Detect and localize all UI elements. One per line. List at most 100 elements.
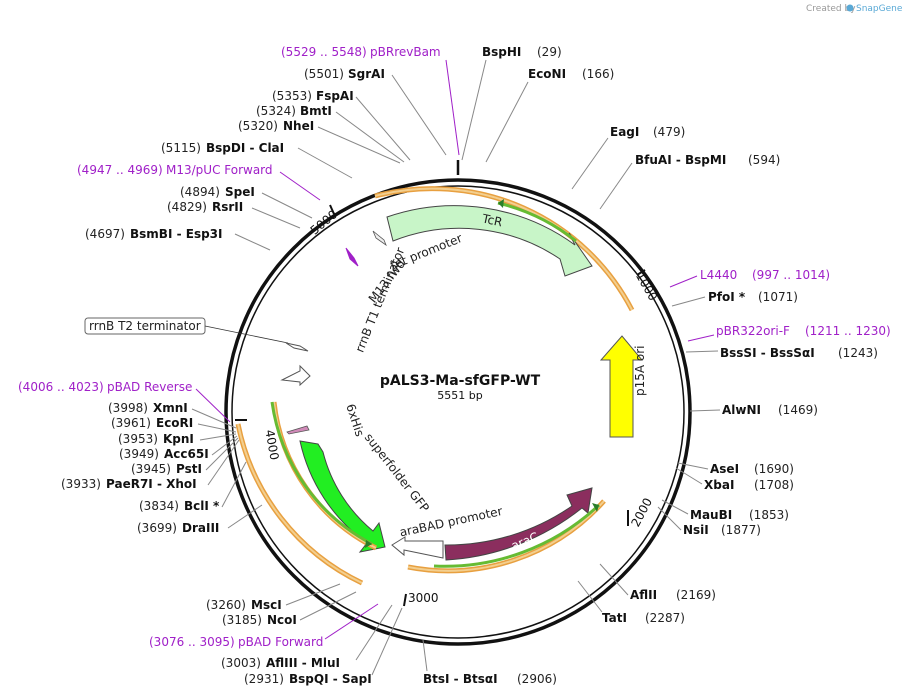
enzyme-nhei-leader [317, 126, 401, 164]
enzyme-aflii-name: AflII [630, 588, 657, 602]
enzyme-sgrai-leader [391, 74, 447, 156]
enzyme-econi-name: EcoNI [528, 67, 566, 81]
enzyme-nsii-name: NsiI [683, 523, 709, 537]
sfgfp-feature[interactable]: superfolder GFP [235, 401, 432, 586]
tet-promoter-arrow [372, 230, 387, 247]
enzyme-eagi-pos: (479) [653, 125, 685, 139]
enzyme-bspdi-leader [297, 147, 353, 179]
enzyme-kpni-name: KpnI [163, 432, 194, 446]
enzyme-btsi-name: BtsI - BtsαI [423, 672, 498, 686]
enzyme-rsrii-pos: (4829) [167, 200, 207, 214]
enzyme-ncoi-name: NcoI [267, 613, 297, 627]
p15a-feature[interactable]: p15A ori [599, 335, 647, 438]
enzyme-bsssi-name: BssSI - BssSαI [720, 346, 815, 360]
primer-pbadfwd-leader [324, 603, 379, 640]
enzyme-tati-pos: (2287) [645, 611, 685, 625]
enzyme-maubi-leader [661, 499, 689, 515]
enzyme-bsphi-name: BspHI [482, 45, 521, 59]
enzyme-kpni-leader [199, 433, 237, 441]
enzyme-bsmbi-leader [234, 233, 271, 251]
m13-fwd-primer-arrow [345, 247, 359, 267]
snapgene-credit: Created by SnapGene [806, 4, 903, 14]
enzyme-psti-pos: (3945) [131, 462, 171, 476]
enzyme-afliii-name: AflIII - MluI [266, 656, 340, 670]
enzyme-psti-leader [205, 437, 239, 471]
enzyme-maubi-pos: (1853) [749, 508, 789, 522]
primer-l4440-pos: (997 .. 1014) [752, 268, 830, 282]
his-tag-label: 6xHis [343, 402, 367, 438]
enzyme-msci-name: MscI [251, 598, 282, 612]
enzyme-ecori-leader [197, 423, 237, 433]
rrnb-t2-feature[interactable]: rrnB T2 terminator [84, 317, 309, 352]
enzyme-asei-name: AseI [710, 462, 739, 476]
sfgfp-green-arrowhead [365, 540, 372, 548]
primer-m13puc-pos: (4947 .. 4969) [77, 163, 163, 177]
sfgfp-green-line [270, 401, 373, 546]
backbone-inner-ring [231, 185, 685, 639]
enzyme-draiii-pos: (3699) [137, 521, 177, 535]
sfgfp-arrow [299, 440, 386, 553]
enzyme-acc65i-name: Acc65I [164, 447, 209, 461]
enzyme-ecori-name: EcoRI [156, 416, 193, 430]
primer-pbr322-pos: (1211 .. 1230) [805, 324, 891, 338]
arabad-promoter-arrow [391, 536, 444, 559]
enzyme-afliii-leader [355, 604, 393, 661]
primer-pbrrevbam-leader [445, 59, 460, 156]
arac-feature[interactable]: araC [407, 487, 606, 574]
enzyme-fspai-name: FspAI [316, 89, 354, 103]
backbone [224, 160, 692, 646]
rrnb-t1-feature[interactable]: rrnB T1 terminator [280, 245, 408, 387]
ruler-label-2000: 2000 [628, 496, 655, 530]
primer-m13puc-leader [279, 171, 321, 201]
primer-l4440-name: L4440 [700, 268, 737, 282]
rrnb-t2-label: rrnB T2 terminator [89, 319, 201, 333]
ruler-label-3000: 3000 [408, 591, 439, 605]
enzyme-nhei-name: NheI [283, 119, 314, 133]
arabad-promoter-label: araBAD promoter [398, 504, 504, 540]
enzymes-right[interactable]: BspHI (29) EcoNI (166) EagI (479) BfuAI … [422, 45, 878, 686]
enzyme-aflii-leader [599, 563, 629, 596]
enzyme-nhei-pos: (5320) [238, 119, 278, 133]
enzyme-nsii-pos: (1877) [721, 523, 761, 537]
enzyme-bfuai-name: BfuAI - BspMI [635, 153, 726, 167]
primer-pbadfwd-name: pBAD Forward [238, 635, 323, 649]
enzyme-tati-name: TatI [602, 611, 627, 625]
primer-pbadrev-pos: (4006 .. 4023) [18, 380, 104, 394]
enzyme-asei-pos: (1690) [754, 462, 794, 476]
primer-labels[interactable]: (5529 .. 5548) pBRrevBam (4947 .. 4969) … [18, 45, 891, 649]
primer-pbrrevbam-name: pBRrevBam [370, 45, 441, 59]
enzyme-paer7i-leader [207, 439, 240, 486]
enzyme-pfoi-pos: (1071) [758, 290, 798, 304]
rrnb-t1-arrow [280, 364, 311, 387]
enzymes-left[interactable]: (5501) SgrAI (5353) FspAI (5324) BmtI (5… [61, 67, 447, 686]
enzyme-alwni-pos: (1469) [778, 403, 818, 417]
enzyme-msci-leader [285, 583, 341, 606]
rrnb-t1-label: rrnB T1 terminator [353, 245, 408, 354]
enzyme-xmni-leader [191, 408, 237, 429]
enzyme-bcli-pos: (3834) [139, 499, 179, 513]
enzyme-rsrii-name: RsrII [212, 200, 243, 214]
rrnb-t2-arrow [285, 342, 309, 352]
enzyme-ecori-pos: (3961) [111, 416, 151, 430]
credit-brand: SnapGene [856, 4, 903, 14]
enzyme-bmti-pos: (5324) [256, 104, 296, 118]
enzyme-alwni-name: AlwNI [722, 403, 761, 417]
enzyme-bcli-leader [221, 461, 247, 508]
enzyme-bsssi-pos: (1243) [838, 346, 878, 360]
primer-pbadfwd-pos: (3076 .. 3095) [149, 635, 235, 649]
enzyme-spei-leader [261, 192, 313, 219]
enzyme-bsphi-leader [461, 59, 487, 161]
enzyme-bcli-name: BclI * [184, 499, 220, 513]
sfgfp-label: superfolder GFP [362, 431, 432, 515]
enzyme-afliii-pos: (3003) [221, 656, 261, 670]
primer-pbr322-name: pBR322ori-F [716, 324, 790, 338]
enzyme-bspqi-leader [371, 607, 403, 676]
enzyme-xbai-name: XbaI [704, 478, 734, 492]
tcr-feature[interactable]: TcR [374, 186, 635, 312]
enzyme-fspai-pos: (5353) [272, 89, 312, 103]
snapgene-logo-icon [846, 4, 854, 12]
enzyme-spei-name: SpeI [225, 185, 255, 199]
his-feature[interactable]: 6xHis [286, 402, 367, 438]
enzyme-bspdi-pos: (5115) [161, 141, 201, 155]
primer-pbr322-leader [687, 334, 715, 342]
